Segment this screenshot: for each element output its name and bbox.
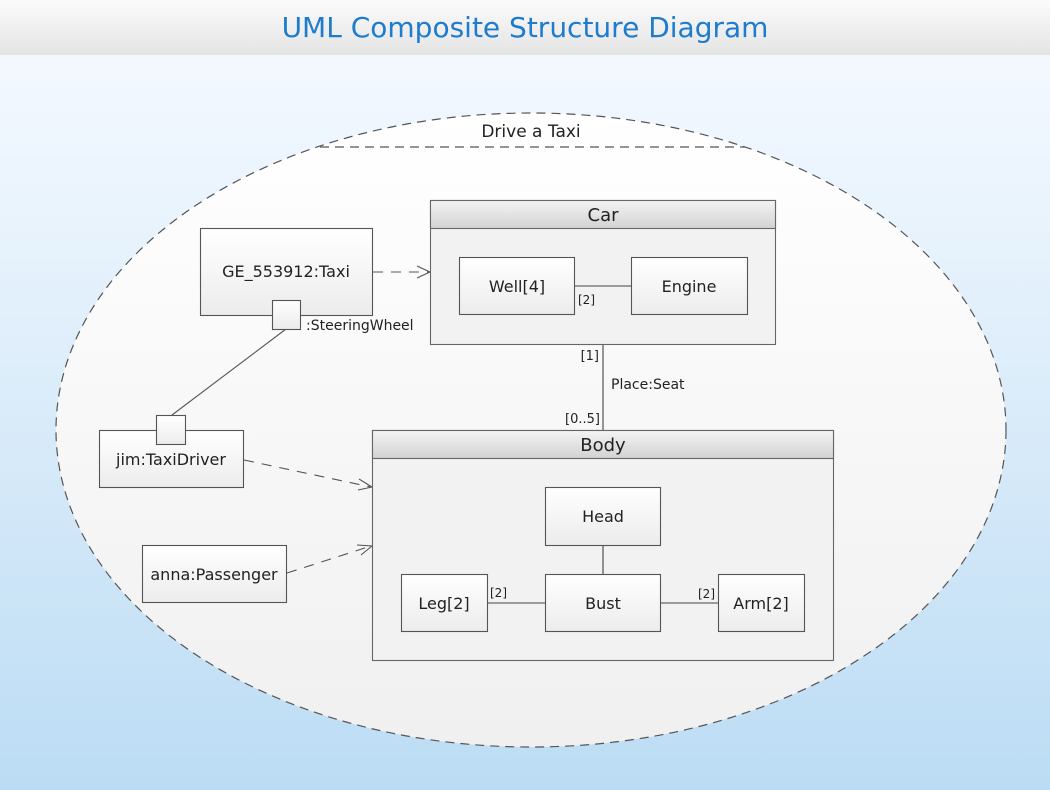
- association-label: Place:Seat: [611, 377, 685, 393]
- head-part-label: Head: [582, 507, 624, 526]
- leg-part[interactable]: Leg[2]: [400, 573, 489, 633]
- well-part-label: Well[4]: [489, 277, 545, 296]
- body-class-title: Body: [580, 435, 626, 456]
- car-body-association[interactable]: [1] Place:Seat [0..5]: [565, 344, 685, 431]
- car-class-title: Car: [588, 205, 620, 226]
- steering-wheel-connector[interactable]: [171, 328, 287, 416]
- body-class-title-bar: [371, 429, 835, 460]
- engine-part-label: Engine: [662, 277, 717, 296]
- bust-part[interactable]: Bust: [544, 573, 662, 633]
- car-class[interactable]: Car [2] Well[4] Engine: [429, 199, 777, 346]
- arm-part[interactable]: Arm[2]: [717, 573, 806, 633]
- page-header: UML Composite Structure Diagram: [0, 0, 1050, 55]
- leg-multiplicity: [2]: [490, 586, 507, 600]
- passenger-instance[interactable]: anna:Passenger: [141, 544, 288, 604]
- well-part[interactable]: Well[4]: [458, 256, 576, 316]
- association-body-multiplicity: [0..5]: [565, 412, 600, 427]
- car-class-title-bar: [429, 199, 777, 230]
- body-class[interactable]: Body [2] [2] Head Bust Leg[2] Arm[2]: [371, 429, 835, 662]
- arm-multiplicity: [2]: [698, 587, 715, 601]
- steering-wheel-port-label: :SteeringWheel: [306, 318, 414, 334]
- arm-part-label: Arm[2]: [733, 594, 789, 613]
- taxi-driver-instance-label: jim:TaxiDriver: [115, 450, 226, 469]
- steering-wheel-port[interactable]: :SteeringWheel: [271, 299, 414, 335]
- bust-part-label: Bust: [585, 594, 621, 613]
- association-car-multiplicity: [1]: [581, 349, 599, 364]
- taxi-driver-port[interactable]: [155, 414, 187, 446]
- page-title: UML Composite Structure Diagram: [281, 11, 769, 44]
- leg-part-label: Leg[2]: [418, 594, 469, 613]
- well-engine-multiplicity: [2]: [578, 293, 595, 307]
- engine-part[interactable]: Engine: [630, 256, 749, 316]
- taxi-instance-label: GE_553912:Taxi: [222, 262, 350, 282]
- passenger-instance-label: anna:Passenger: [150, 565, 278, 584]
- collaboration-name: Drive a Taxi: [481, 122, 580, 142]
- head-part[interactable]: Head: [544, 486, 662, 547]
